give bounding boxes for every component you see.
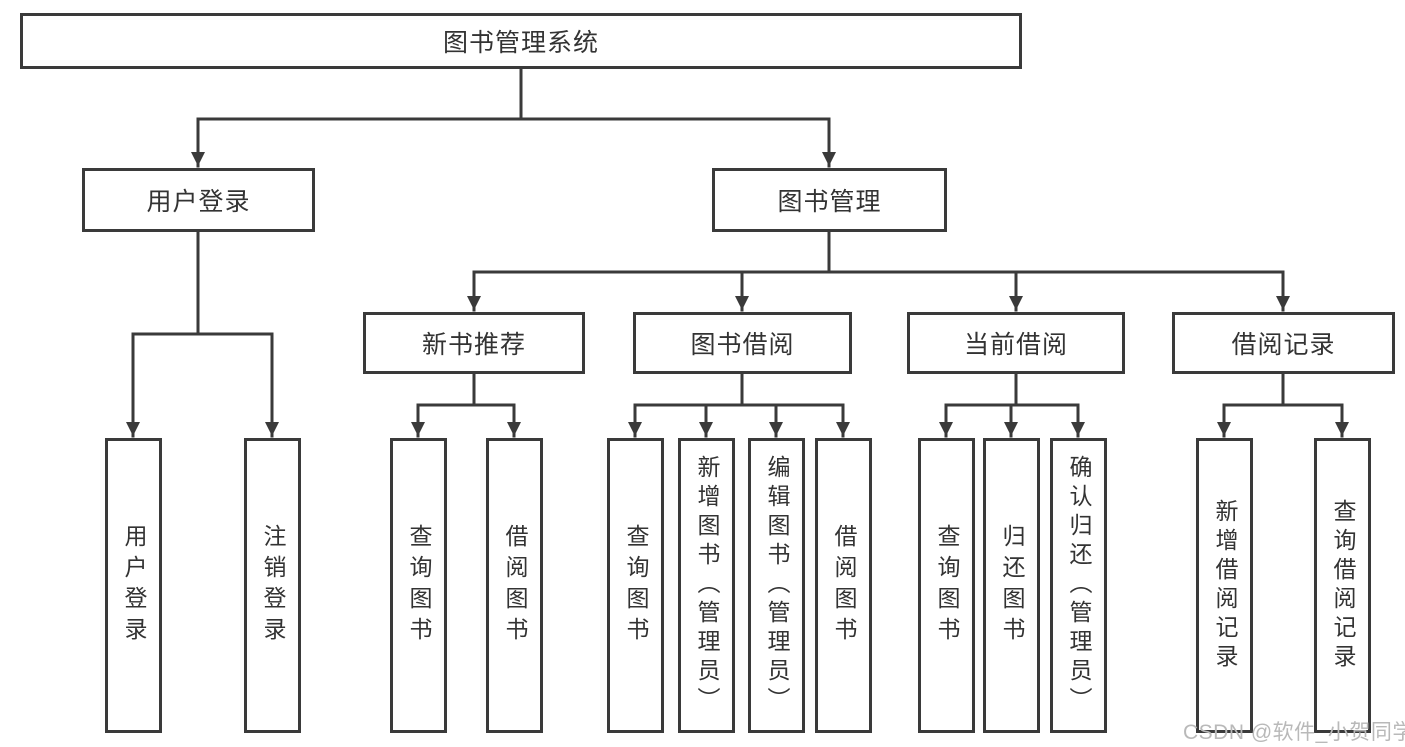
node-user-login: 用户登录 bbox=[105, 438, 162, 733]
node-book-borrowing: 图书借阅 bbox=[633, 312, 852, 374]
node-current-borrowing: 当前借阅 bbox=[907, 312, 1125, 374]
node-user-login-branch: 用户登录 bbox=[82, 168, 315, 232]
node-borrow-books-recommend: 借阅图书 bbox=[486, 438, 543, 733]
node-book-management-branch: 图书管理 bbox=[712, 168, 947, 232]
node-add-borrow-record: 新增借阅记录 bbox=[1196, 438, 1253, 733]
node-borrowing-records: 借阅记录 bbox=[1172, 312, 1395, 374]
node-logout: 注销登录 bbox=[244, 438, 301, 733]
csdn-watermark: CSDN @软件_小贺同学 bbox=[1183, 721, 1405, 744]
node-query-borrow-record: 查询借阅记录 bbox=[1314, 438, 1371, 733]
node-borrow-books: 借阅图书 bbox=[815, 438, 872, 733]
node-return-books: 归还图书 bbox=[983, 438, 1040, 733]
node-root-library-management-system: 图书管理系统 bbox=[20, 13, 1022, 69]
node-add-books-admin: 新增图书（管理员） bbox=[678, 438, 735, 733]
node-query-books-recommend: 查询图书 bbox=[390, 438, 447, 733]
node-query-books-current: 查询图书 bbox=[918, 438, 975, 733]
node-new-book-recommendation: 新书推荐 bbox=[363, 312, 585, 374]
node-confirm-return-admin: 确认归还（管理员） bbox=[1050, 438, 1107, 733]
node-query-books-borrowing: 查询图书 bbox=[607, 438, 664, 733]
node-edit-books-admin: 编辑图书（管理员） bbox=[748, 438, 805, 733]
